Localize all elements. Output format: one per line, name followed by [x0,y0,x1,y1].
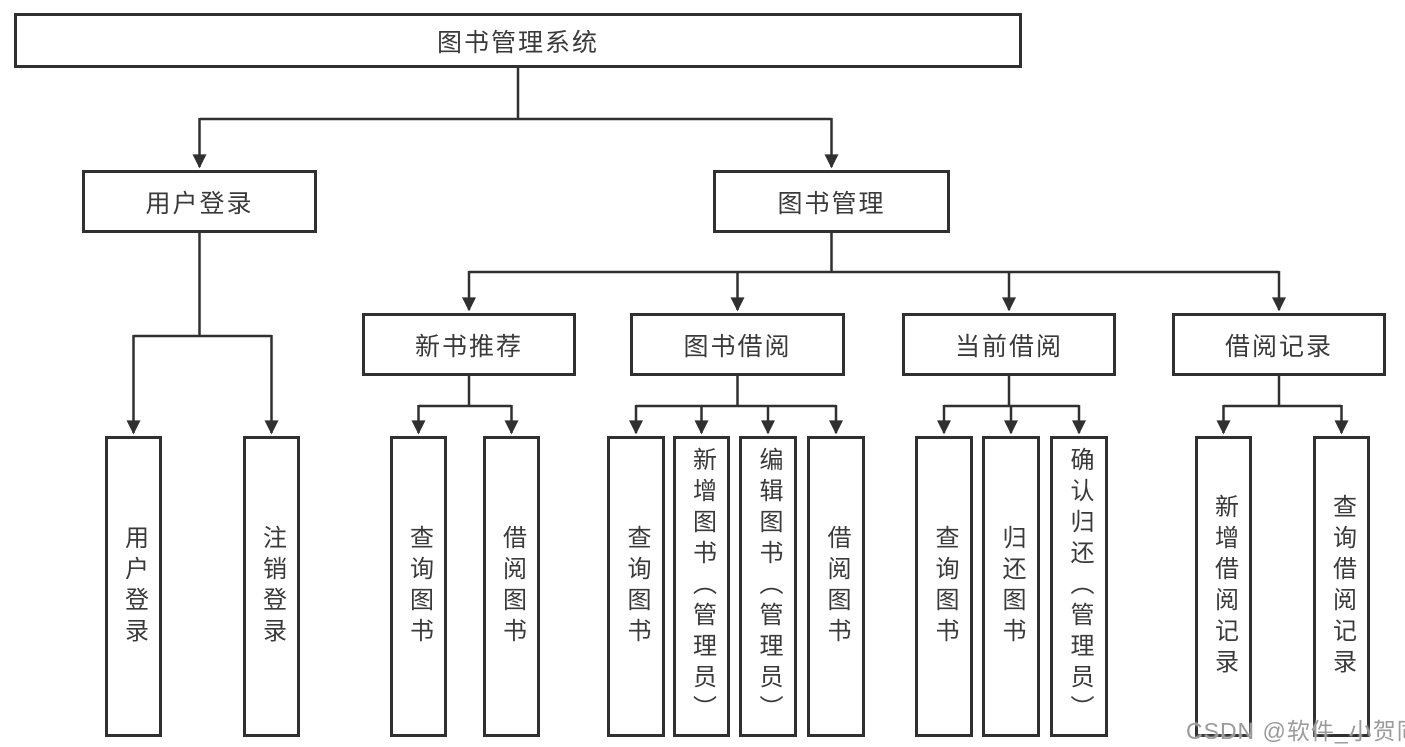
connector-book-borrow-children [629,376,843,435]
connector-book-management-children [462,233,1286,312]
node-cb-return-books: 归还图书 [982,436,1040,737]
node-login: 用户登录 [105,436,162,737]
connector-current-borrow-children [937,376,1086,435]
node-borrow-records: 借阅记录 [1172,313,1386,376]
node-br-query-record-label: 查询借阅记录 [1328,493,1356,680]
node-new-book-recommend: 新书推荐 [362,313,576,376]
node-bb-edit-books-admin: 编辑图书（管理员） [739,436,797,737]
csdn-watermark: CSDN @软件_小贺同学 [1186,718,1405,744]
node-nb-borrow-books: 借阅图书 [483,436,540,737]
node-nb-borrow-books-label: 借阅图书 [498,524,526,649]
node-bb-query-books: 查询图书 [607,436,665,737]
node-nb-query-books-label: 查询图书 [405,524,433,649]
connector-new-book-children [411,376,519,435]
node-book-borrow-label: 图书借阅 [683,332,792,361]
node-br-add-record-label: 新增借阅记录 [1210,493,1238,680]
connector-borrow-record-children [1216,376,1349,435]
node-book-management-label: 图书管理 [777,189,886,218]
node-bb-edit-books-admin-label: 编辑图书（管理员） [755,447,782,726]
connector-user-login-children [126,233,279,435]
node-logout-label: 注销登录 [258,524,286,649]
node-new-book-recommend-label: 新书推荐 [414,332,523,361]
node-logout: 注销登录 [243,436,300,737]
node-book-borrow: 图书借阅 [630,313,845,376]
node-bb-add-books-admin: 新增图书（管理员） [673,436,730,737]
node-bb-borrow-books: 借阅图书 [807,436,865,737]
connector-root-to-level2 [192,68,839,169]
node-cb-query-books: 查询图书 [915,436,973,737]
node-user-login-label: 用户登录 [145,189,254,218]
node-book-management: 图书管理 [713,170,950,233]
node-br-query-record: 查询借阅记录 [1313,436,1370,737]
node-cb-query-books-label: 查询图书 [931,524,958,649]
node-root: 图书管理系统 [14,13,1022,68]
node-cb-return-books-label: 归还图书 [998,524,1025,649]
node-nb-query-books: 查询图书 [390,436,447,737]
node-bb-borrow-books-label: 借阅图书 [823,524,850,649]
node-current-borrow-label: 当前借阅 [954,332,1063,361]
node-bb-add-books-admin-label: 新增图书（管理员） [688,447,716,726]
node-borrow-records-label: 借阅记录 [1224,332,1333,361]
node-bb-query-books-label: 查询图书 [623,524,650,649]
node-user-login: 用户登录 [82,170,317,233]
node-cb-confirm-return-admin-label: 确认归还（管理员） [1066,447,1093,726]
node-login-label: 用户登录 [120,524,148,649]
node-root-label: 图书管理系统 [436,28,599,57]
node-cb-confirm-return-admin: 确认归还（管理员） [1050,436,1108,737]
node-br-add-record: 新增借阅记录 [1195,436,1252,737]
node-current-borrow: 当前借阅 [902,313,1116,376]
